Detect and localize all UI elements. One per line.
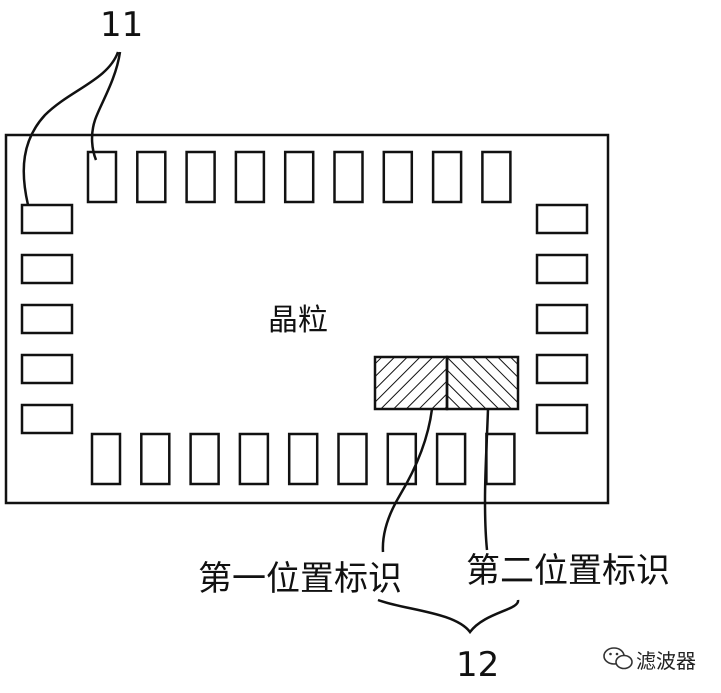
bond-pad-top xyxy=(185,150,216,204)
die-outline xyxy=(4,133,610,505)
bond-pad-bottom xyxy=(337,432,368,486)
pads-top-row xyxy=(86,150,512,204)
watermark-text: 滤波器 xyxy=(636,649,696,673)
bond-pad-bottom xyxy=(485,432,516,486)
bond-pad-top xyxy=(481,150,512,204)
leader-line-second-marker xyxy=(483,408,490,551)
bond-pad-right xyxy=(535,203,589,235)
bond-pad-left xyxy=(20,303,74,335)
bond-pad-bottom xyxy=(238,432,270,486)
bond-pad-bottom xyxy=(287,432,319,486)
bond-pad-left xyxy=(20,353,74,385)
bond-pad-left xyxy=(20,203,74,235)
leader-line-11-left xyxy=(22,51,120,206)
pads-right-column xyxy=(535,203,589,435)
first-marker-caption: 第一位置标识 xyxy=(198,559,402,599)
bond-pad-top xyxy=(283,150,315,204)
leader-line-first-marker xyxy=(381,408,434,553)
bond-pad-top xyxy=(333,150,364,204)
pads-left-column xyxy=(20,203,74,435)
bond-pad-left xyxy=(20,403,74,435)
bond-pad-top xyxy=(234,150,266,204)
bond-pad-left xyxy=(20,253,74,285)
brace-12 xyxy=(377,598,520,635)
second-marker-caption: 第二位置标识 xyxy=(466,551,670,591)
bond-pad-top xyxy=(431,150,463,204)
bond-pad-top xyxy=(136,150,167,204)
ref-numeral-12: 12 xyxy=(456,645,499,685)
second-position-marker xyxy=(445,355,520,411)
watermark: 滤波器 xyxy=(603,647,696,673)
bond-pad-right xyxy=(535,353,589,385)
bond-pad-bottom xyxy=(140,432,171,486)
die-label: 晶粒 xyxy=(268,303,328,338)
bond-pad-right xyxy=(535,303,589,335)
bond-pad-right xyxy=(535,403,589,435)
first-position-marker xyxy=(373,355,449,411)
bond-pad-bottom xyxy=(189,432,220,486)
leader-line-11-right xyxy=(90,51,122,161)
pads-bottom-row xyxy=(90,432,516,486)
bond-pad-top xyxy=(86,150,118,204)
bond-pad-bottom xyxy=(90,432,122,486)
ref-numeral-11: 11 xyxy=(100,5,143,45)
wechat-icon xyxy=(603,647,633,670)
bond-pad-bottom xyxy=(435,432,467,486)
bond-pad-right xyxy=(535,253,589,285)
bond-pad-top xyxy=(382,150,414,204)
